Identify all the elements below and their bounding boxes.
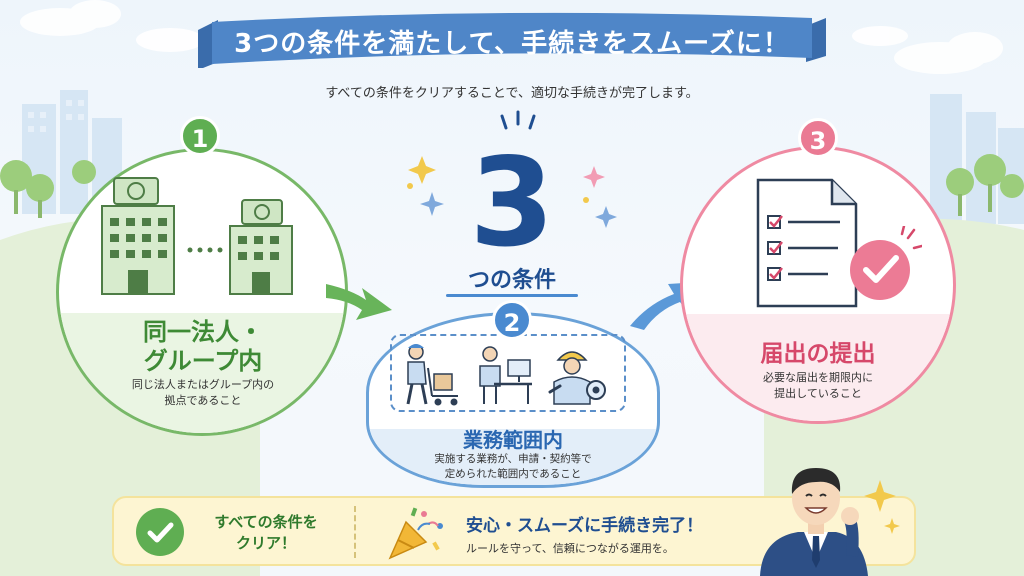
center-underline [446,294,578,297]
complete-title: 安心・スムーズに手続き完了！ [466,516,704,536]
condition-3-circle [680,146,956,424]
condition-3-desc-line2: 提出していること [774,387,862,400]
condition-3-lower-band [683,314,953,421]
condition-1-title-line1: 同一法人・ [143,318,263,346]
subtitle: すべての条件をクリアすることで、適切な手続きが完了します。 [325,86,699,101]
condition-1-circle [56,148,348,436]
banner-title: 3つの条件を満たして、手続きをスムーズに！ [234,29,790,59]
engineer-gear-icon [548,351,606,405]
all-clear-line1: すべての条件を [214,513,318,531]
condition-2-badge: 2 [492,300,532,340]
condition-3-badge: 3 [798,118,838,158]
all-clear-text: すべての条件を クリア！ [196,512,336,554]
checkmark-icon [850,226,922,300]
center-label: つの条件 [467,268,556,293]
condition-2-description: 実施する業務が、申請・契約等で 定められた範囲内であること [366,452,660,482]
sparkle-icon [864,480,900,534]
complete-description: ルールを守って、信頼につながる運用を。 [466,542,674,555]
all-clear-line2: クリア！ [235,534,296,552]
title-banner: 3つの条件を満たして、手続きをスムーズに！ [198,12,826,68]
condition-2-lower-band [369,429,657,485]
bottom-divider [354,506,356,558]
clear-check-icon [136,508,184,556]
condition-1-description: 同じ法人またはグループ内の 拠点であること [60,377,346,409]
banner-ribbon-shape [198,12,826,68]
condition-3-title: 届出の提出 [760,341,876,367]
worker-with-cart-icon [406,344,458,406]
condition-2-desc-line2: 定められた範囲内であること [444,468,582,480]
checklist-document-icon [756,178,858,308]
green-arrow-icon [326,284,392,320]
condition-3-desc-line1: 必要な届出を期限内に [763,371,873,384]
checkmark-icon [147,522,174,543]
condition-2-desc-line1: 実施する業務が、申請・契約等で [434,453,592,465]
condition-1-title: 同一法人・ グループ内 [60,318,346,376]
condition-2-title: 業務範囲内 [463,428,563,452]
center-number: 3 [469,132,555,274]
condition-1-title-line2: グループ内 [143,347,263,375]
businessman-icon [760,468,868,576]
desk-worker-icon [479,346,532,404]
condition-3-description: 必要な届出を期限内に 提出していること [680,370,956,402]
condition-1-lower-band [59,313,345,433]
sparkle-icon [407,110,617,228]
condition-2-circle [366,312,660,488]
party-popper-icon [388,507,443,560]
office-building-icon [101,177,293,295]
condition-1-badge: 1 [180,116,220,156]
condition-1-desc-line1: 同じ法人またはグループ内の [131,378,275,391]
condition-1-desc-line2: 拠点であること [164,394,242,407]
